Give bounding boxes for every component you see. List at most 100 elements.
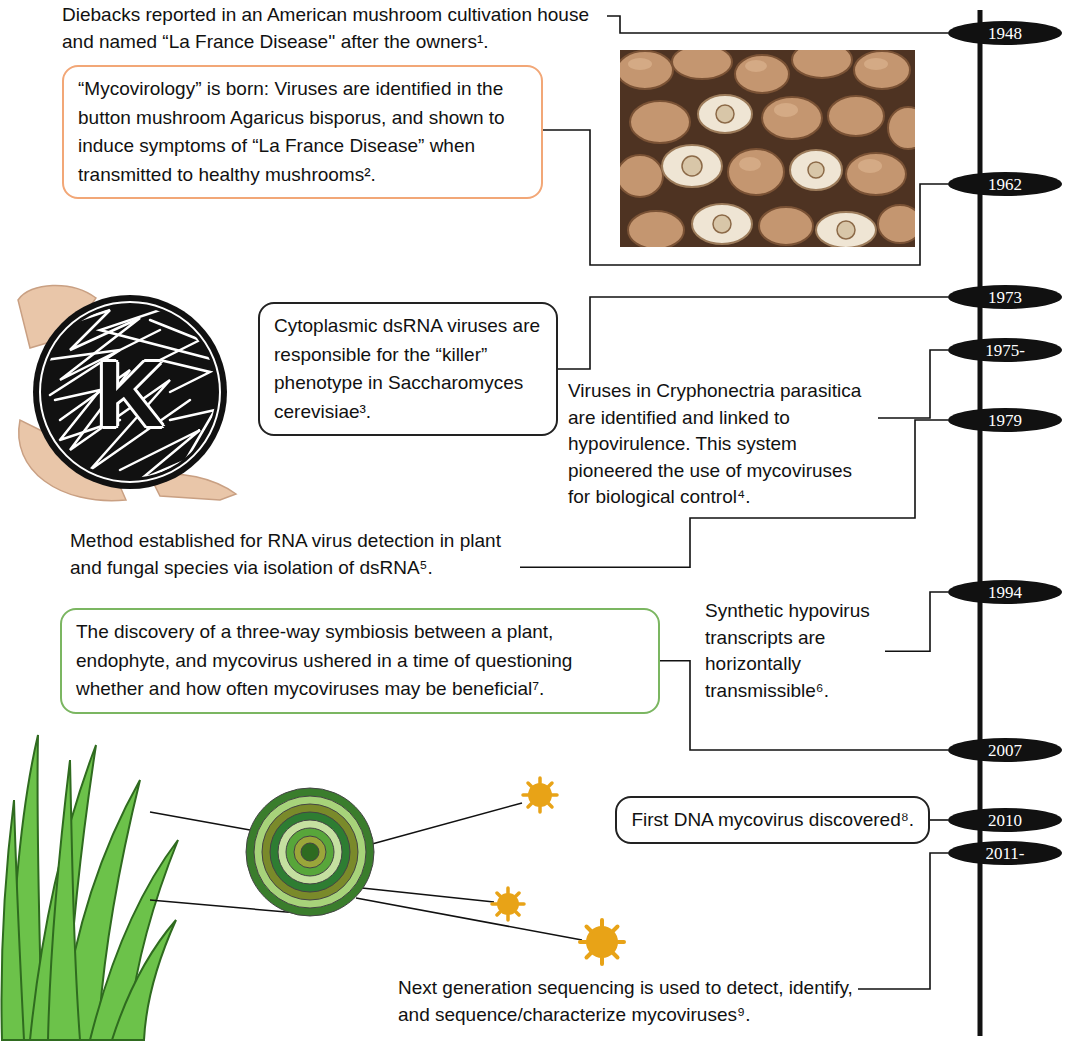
illustration-part	[728, 149, 784, 195]
illustration-part	[630, 101, 690, 143]
illustration-part	[620, 50, 915, 247]
illustration-part	[492, 888, 524, 920]
ellipse-shape	[948, 21, 1062, 45]
illustration-part	[580, 920, 624, 964]
mushroom-photo	[620, 50, 915, 247]
ellipse-shape	[948, 841, 1062, 865]
illustration-part	[739, 157, 761, 171]
timeline-connector	[607, 16, 948, 33]
illustration-part	[878, 205, 915, 243]
illustration-part	[858, 159, 882, 173]
event-text-block: The discovery of a three-way symbiosis b…	[76, 618, 644, 704]
illustration-part	[682, 105, 855, 239]
timeline-connector	[878, 350, 948, 418]
illustration-part	[692, 204, 752, 244]
event-box: “Mycovirology” is born: Viruses are iden…	[62, 65, 543, 199]
event-text: Diebacks reported in an American mushroo…	[62, 2, 607, 55]
petri-dish	[33, 295, 227, 489]
event-text-block: 1948	[988, 25, 1022, 42]
illustration-part	[828, 96, 884, 136]
event-text: Synthetic hypovirus transcripts are hori…	[705, 598, 885, 704]
illustration-part	[628, 211, 684, 247]
illustration-part	[792, 50, 852, 78]
culture-dish	[246, 788, 374, 916]
event-text-block: 2010	[988, 812, 1022, 829]
year-ellipse: 2011-	[948, 841, 1062, 865]
event-box: The discovery of a three-way symbiosis b…	[60, 608, 660, 714]
year-ellipse: 1948	[948, 21, 1062, 45]
illustration-part	[662, 145, 722, 187]
dish-letter: K	[97, 348, 163, 440]
illustration-part	[523, 778, 557, 812]
illustration-part	[854, 51, 910, 89]
timeline-connector	[558, 297, 948, 369]
year-ellipse: 1994	[948, 580, 1062, 604]
year-ellipse: 2007	[948, 738, 1062, 762]
event-text: Viruses in Cryphonectria parasitica are …	[568, 378, 878, 511]
illustration-part	[745, 60, 767, 72]
event-text-block: 1973	[988, 289, 1022, 306]
hand-illustration	[18, 285, 236, 500]
ellipse-shape	[948, 338, 1062, 362]
illustration-part	[33, 295, 227, 489]
event-text-block: 1962	[988, 176, 1022, 193]
illustration-part	[672, 50, 732, 79]
event-text: Next generation sequencing is used to de…	[398, 975, 858, 1028]
event-text-block: Cytoplasmic dsRNA viruses are responsibl…	[274, 312, 542, 426]
illustration-part	[790, 150, 842, 190]
illustration-part	[356, 898, 582, 940]
illustration-part	[246, 788, 374, 916]
illustration-part	[762, 97, 822, 139]
illustration-part	[150, 812, 250, 830]
illustration-part	[270, 812, 350, 892]
illustration-part	[45, 300, 215, 480]
grass-illustration	[2, 735, 179, 1040]
event-text-block: First DNA mycovirus discovered⁸.	[631, 806, 914, 835]
illustration-part	[262, 804, 358, 900]
event-text-block: Next generation sequencing is used to de…	[398, 975, 854, 1028]
illustration-part	[735, 55, 789, 93]
year-ellipse: 1975-	[948, 338, 1062, 362]
event-text-block: Synthetic hypovirus transcripts are hori…	[705, 598, 881, 704]
illustration-part	[90, 840, 178, 1040]
event-text-block: Method established for RNA virus detecti…	[70, 528, 516, 581]
event-text-block: “Mycovirology” is born: Viruses are iden…	[78, 75, 527, 189]
event-text: Method established for RNA virus detecti…	[70, 528, 520, 581]
ellipse-shape	[948, 285, 1062, 309]
year-ellipse: 1962	[948, 172, 1062, 196]
year-ellipse: 1979	[948, 408, 1062, 432]
timeline-connector	[543, 130, 948, 265]
connector-group	[520, 16, 948, 989]
event-box: Cytoplasmic dsRNA viruses are responsibl…	[258, 302, 558, 436]
illustration-part	[301, 843, 319, 861]
timeline-connector	[885, 592, 948, 651]
illustration-part	[294, 836, 326, 868]
event-text-block: Diebacks reported in an American mushroo…	[62, 2, 603, 55]
illustration-part	[523, 778, 557, 812]
virus-particles	[492, 778, 624, 964]
event-text-block: 2007	[988, 742, 1022, 759]
event-text-block: 1975-	[985, 342, 1025, 359]
illustration-part	[774, 103, 798, 117]
illustration-part	[716, 105, 734, 123]
illustration-part	[112, 920, 176, 1040]
illustration-part	[286, 828, 334, 876]
ellipse-shape	[948, 172, 1062, 196]
ellipse-shape	[948, 580, 1062, 604]
timeline-connector	[660, 661, 948, 750]
illustration-part	[713, 215, 731, 233]
illustration-part	[278, 820, 342, 884]
ellipse-shape	[948, 808, 1062, 832]
illustration-part	[620, 51, 673, 89]
illustration-part	[837, 221, 855, 239]
illustration-part	[846, 153, 906, 195]
illustration-part	[40, 302, 220, 482]
illustration-part	[662, 95, 876, 247]
timeline-connector	[930, 819, 948, 821]
illustration-part	[816, 212, 876, 247]
illustration-part	[362, 888, 494, 902]
illustration-part	[48, 760, 80, 1040]
illustration-part	[580, 920, 624, 964]
